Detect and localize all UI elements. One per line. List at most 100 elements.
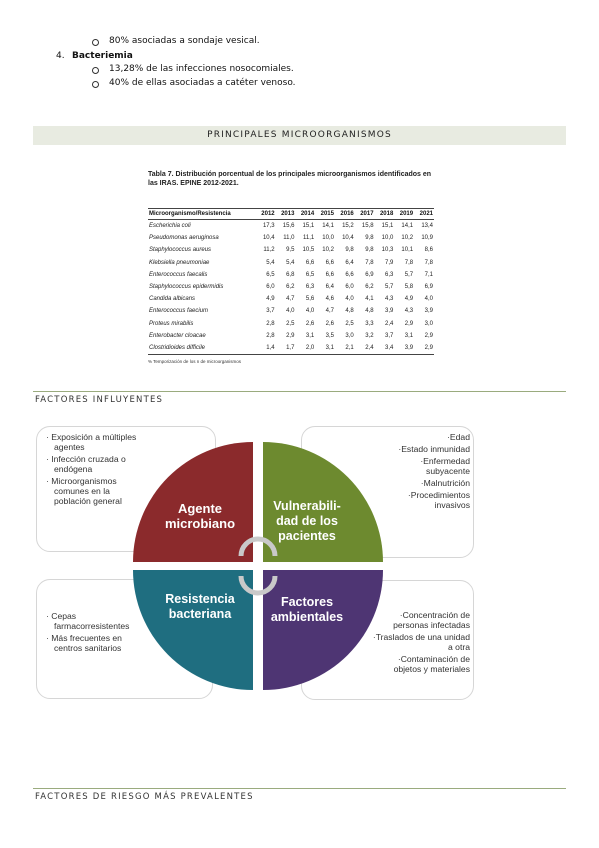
percentage-cell: 2,8 — [266, 332, 275, 339]
percentage-cell: 6,3 — [305, 284, 315, 291]
percentage-cell: 2,4 — [354, 341, 375, 356]
percentage-cell: 11,1 — [302, 235, 315, 242]
organism-name: Candida albicans — [149, 296, 196, 303]
percentage-cell: 11,2 — [263, 247, 275, 254]
percentage-cell: 2,6 — [325, 320, 334, 327]
percentage-cell: 3,7 — [266, 308, 275, 315]
item-number: 4. — [56, 51, 65, 61]
percentage-cell: 15,2 — [342, 223, 354, 230]
percentage-cell: 6,6 — [305, 259, 315, 266]
percentage-cell: 10,9 — [421, 235, 433, 242]
intro-line-1: 80% asociadas a sondaje vesical. — [109, 36, 260, 46]
percentage-cell: 3,3 — [365, 320, 374, 327]
organism-name: Clostridioides difficile — [148, 341, 256, 356]
percentage-cell: 3,1 — [404, 332, 414, 339]
percentage-cell: 11,0 — [283, 235, 295, 242]
percentage-cell: 2,1 — [334, 341, 355, 356]
percentage-cell: 15,1 — [381, 223, 394, 230]
table-header-cell: Microorganismo/Resistencia — [148, 208, 256, 220]
percentage-cell: 9,8 — [345, 247, 354, 254]
intro-line-2: 13,28% de las infecciones nosocomiales. — [109, 64, 294, 74]
percentage-cell: 6,4 — [325, 284, 334, 291]
table-header-cell: 2012 — [255, 208, 276, 220]
table-caption: Tabla 7. Distribución porcentual de los … — [148, 171, 432, 187]
organism-name: Enterococcus faecalis — [149, 271, 208, 278]
section-rule — [33, 391, 566, 392]
percentage-cell: 3,2 — [365, 332, 374, 339]
percentage-cell: 13,4 — [421, 223, 433, 230]
percentage-cell: 2,5 — [286, 320, 295, 327]
organism-name: Enterococcus faecium — [149, 308, 209, 315]
factor-item: ·Procedimientos invasivos — [407, 490, 470, 510]
percentage-cell: 10,0 — [322, 235, 334, 242]
percentage-cell: 10,5 — [302, 247, 315, 254]
percentage-cell: 6,6 — [325, 259, 334, 266]
percentage-cell: 2,8 — [266, 320, 275, 327]
table-header-cell: 2013 — [275, 208, 296, 220]
factor-item: ·Estado inmunidad — [398, 444, 470, 454]
percentage-cell: 2,9 — [424, 332, 433, 339]
percentage-cell: 3,5 — [325, 332, 334, 339]
percentage-cell: 15,6 — [282, 223, 295, 230]
percentage-cell: 7,9 — [384, 259, 394, 266]
percentage-cell: 10,4 — [262, 235, 275, 242]
percentage-cell: 10,0 — [381, 235, 394, 242]
factor-item: · Infección cruzada o endógena — [46, 454, 126, 474]
percentage-cell: 17,3 — [262, 223, 275, 230]
organism-name: Staphylococcus epidermidis — [149, 284, 224, 291]
quadrant-environment — [263, 570, 383, 690]
factor-item: · Exposición a múltiples agentes — [46, 432, 137, 452]
quadrant-label-agent: Agente microbiano — [164, 501, 236, 531]
percentage-cell: 4,7 — [286, 296, 295, 303]
factor-item: ·Contaminación de objetos y materiales — [393, 654, 470, 674]
percentage-cell: 4,0 — [286, 308, 295, 315]
percentage-cell: 8,6 — [424, 247, 433, 254]
percentage-cell: 3,9 — [394, 341, 415, 356]
bullet-circle-icon — [92, 67, 99, 74]
percentage-cell: 6,0 — [345, 284, 354, 291]
cycle-arrows-icon — [238, 536, 278, 596]
factor-item: ·Enfermedad subyacente — [420, 456, 470, 476]
percentage-cell: 9,8 — [365, 247, 374, 254]
factor-item: ·Edad — [447, 432, 470, 442]
microorganism-table: Tabla 7. Distribución porcentual de los … — [148, 170, 434, 364]
percentage-cell: 14,1 — [322, 223, 334, 230]
section-bar-microorganisms: PRINCIPALES MICROORGANISMOS — [33, 126, 566, 145]
percentage-cell: 3,9 — [384, 308, 394, 315]
percentage-cell: 10,4 — [342, 235, 354, 242]
box-bottom-right — [301, 580, 474, 700]
box-top-right — [301, 426, 474, 558]
quadrant-vulnerability — [263, 442, 383, 562]
percentage-cell: 2,0 — [295, 341, 316, 356]
percentage-cell: 4,0 — [305, 308, 315, 315]
percentage-cell: 6,2 — [365, 284, 374, 291]
percentage-cell: 6,8 — [286, 271, 295, 278]
percentage-cell: 1,7 — [275, 341, 296, 356]
percentage-cell: 6,6 — [345, 271, 354, 278]
percentage-cell: 1,4 — [255, 341, 276, 356]
percentage-cell: 6,5 — [266, 271, 275, 278]
list-bottom-right: ·Concentración de personas infectadas·Tr… — [370, 610, 470, 676]
percentage-cell: 6,9 — [424, 284, 433, 291]
percentage-cell: 2,4 — [384, 320, 394, 327]
list-top-left: · Exposición a múltiples agentes· Infecc… — [44, 432, 144, 508]
organism-name: Klebsiella pneumoniae — [149, 259, 210, 266]
organism-name: Pseudomonas aeruginosa — [149, 235, 219, 242]
percentage-cell: 2,9 — [286, 332, 295, 339]
factor-item: · Microorganismos comunes en la població… — [46, 476, 122, 506]
percentage-cell: 3,1 — [315, 341, 335, 356]
table-header-cell: 2015 — [315, 208, 335, 220]
organism-name: Proteus mirabilis — [149, 320, 194, 327]
percentage-cell: 7,8 — [404, 259, 414, 266]
percentage-cell: 5,4 — [266, 259, 275, 266]
percentage-cell: 4,3 — [384, 296, 394, 303]
percentage-cell: 3,0 — [424, 320, 433, 327]
table-header-cell: 2018 — [374, 208, 395, 220]
section-rule — [33, 788, 566, 789]
percentage-cell: 15,1 — [302, 223, 315, 230]
